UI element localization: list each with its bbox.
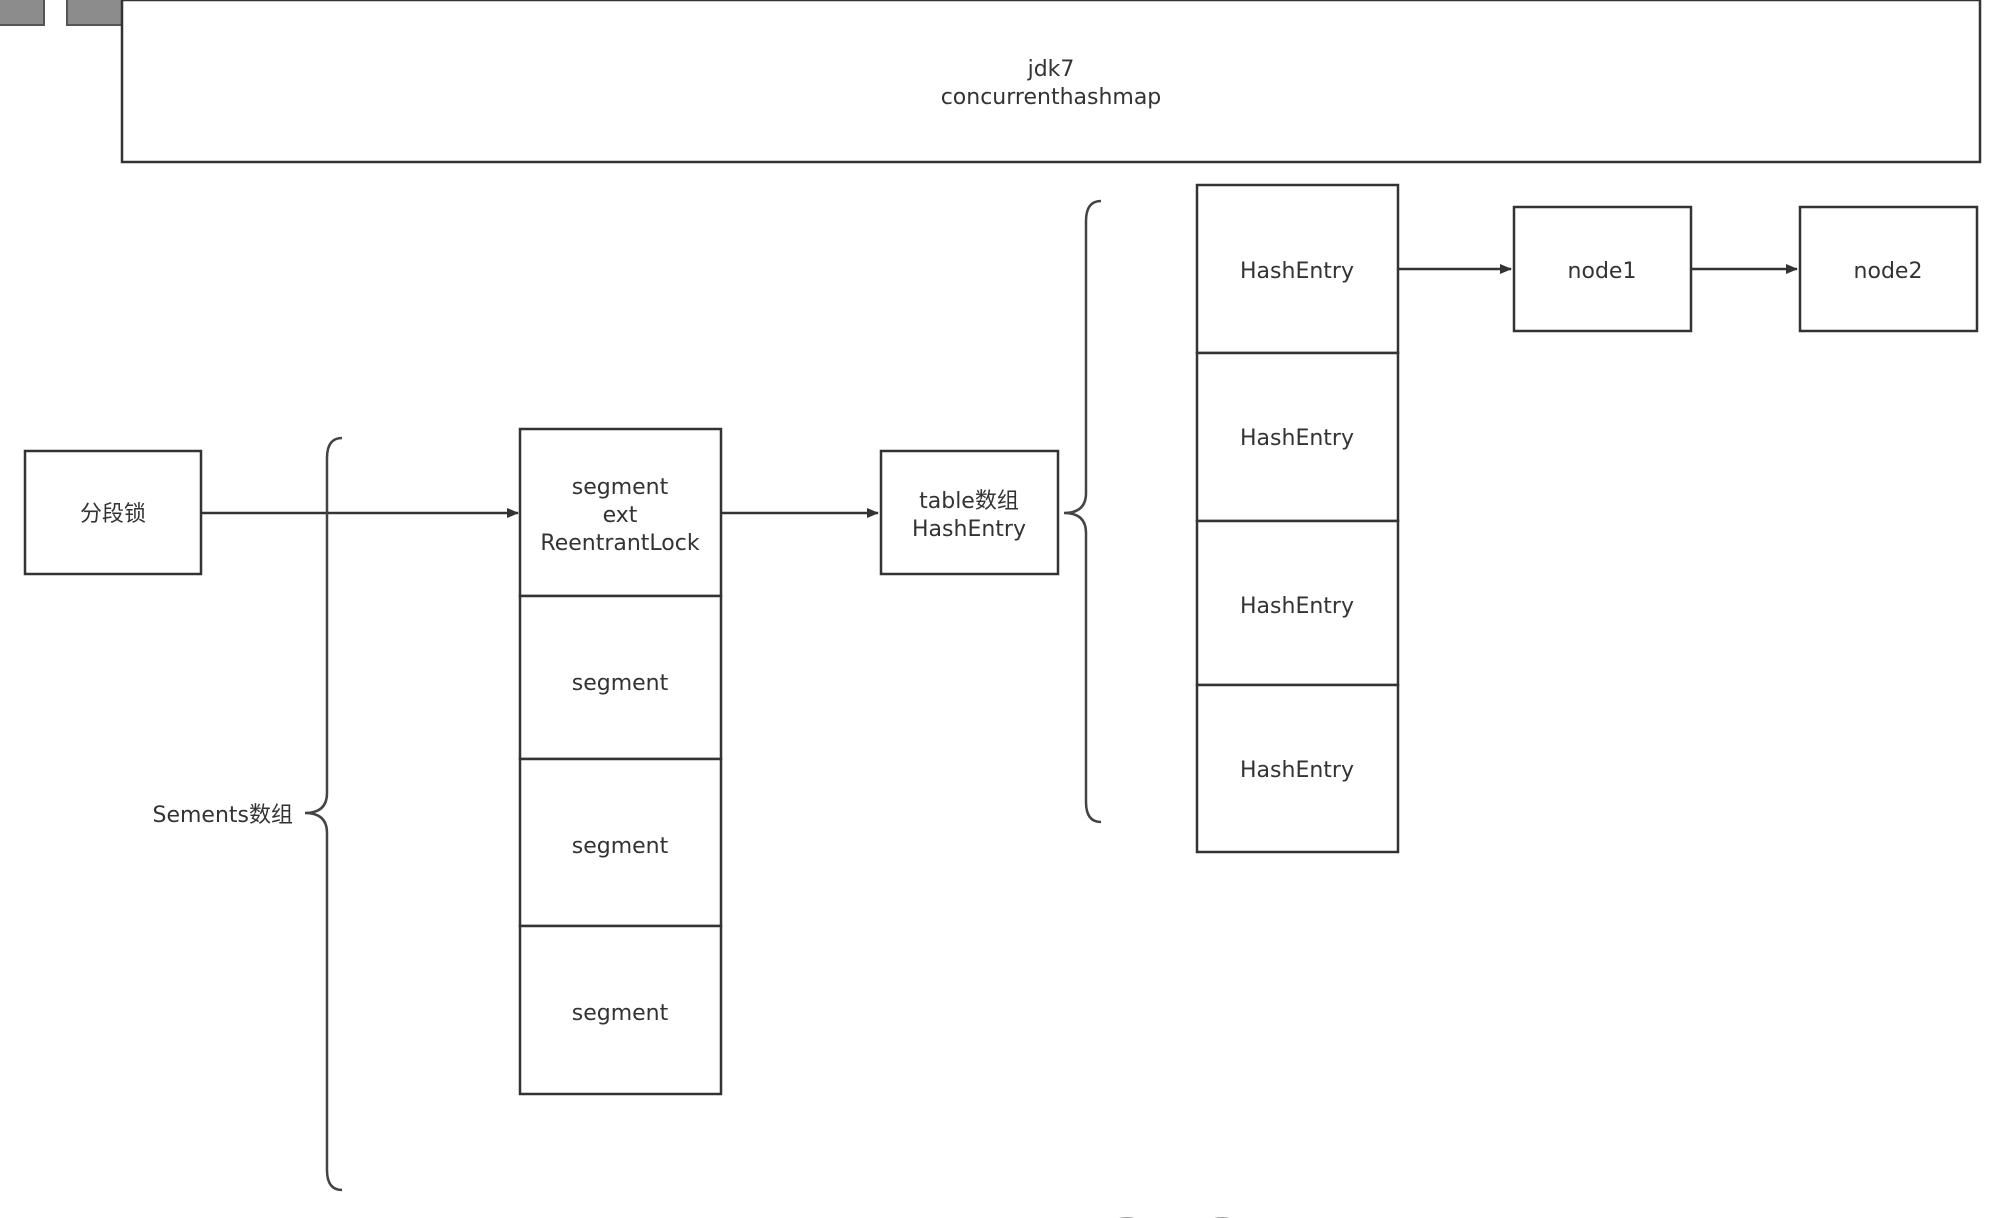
segment-cell[interactable] — [518, 757, 723, 928]
node2-box[interactable] — [1798, 205, 1979, 333]
hash-entries-brace — [1063, 199, 1102, 824]
node1-label: node1 — [1568, 259, 1637, 284]
title-box[interactable] — [120, 0, 1982, 164]
hash-entry-label: HashEntry — [1240, 594, 1354, 619]
segment-cell-line-1: segment — [572, 475, 669, 500]
hash-entry-cell[interactable] — [1195, 351, 1400, 523]
segments-brace — [304, 436, 343, 1192]
hash-entry-cell[interactable] — [1195, 683, 1400, 854]
hash-entry-label: HashEntry — [1240, 758, 1354, 783]
segment-cell-label: segment — [572, 671, 669, 696]
node1-box[interactable] — [1512, 205, 1693, 333]
segment-cell-label: segment — [572, 1001, 669, 1026]
segment-cell[interactable] — [518, 924, 723, 1096]
segment-cell-label: segment — [572, 834, 669, 859]
segment-cell-line-2: ext — [603, 503, 638, 528]
lock-box[interactable] — [23, 449, 203, 576]
hash-entry-cell[interactable] — [1195, 183, 1400, 355]
segment-cell-line-3: ReentrantLock — [540, 531, 699, 556]
segments-brace-label: Sements数组 — [153, 803, 294, 828]
toolbar-thumbnail-2[interactable] — [66, 0, 124, 26]
table-line-1: table数组 — [919, 489, 1019, 514]
hash-entry-label: HashEntry — [1240, 259, 1354, 284]
title-line-2: concurrenthashmap — [941, 85, 1162, 110]
title-line-1: jdk7 — [1027, 57, 1075, 82]
lock-label: 分段锁 — [80, 502, 146, 527]
table-line-2: HashEntry — [912, 517, 1026, 542]
hash-entry-label: HashEntry — [1240, 426, 1354, 451]
table-box[interactable] — [879, 449, 1060, 576]
toolbar-thumbnail-1[interactable] — [0, 0, 45, 26]
segment-cell[interactable] — [518, 594, 723, 761]
node2-label: node2 — [1854, 259, 1923, 284]
